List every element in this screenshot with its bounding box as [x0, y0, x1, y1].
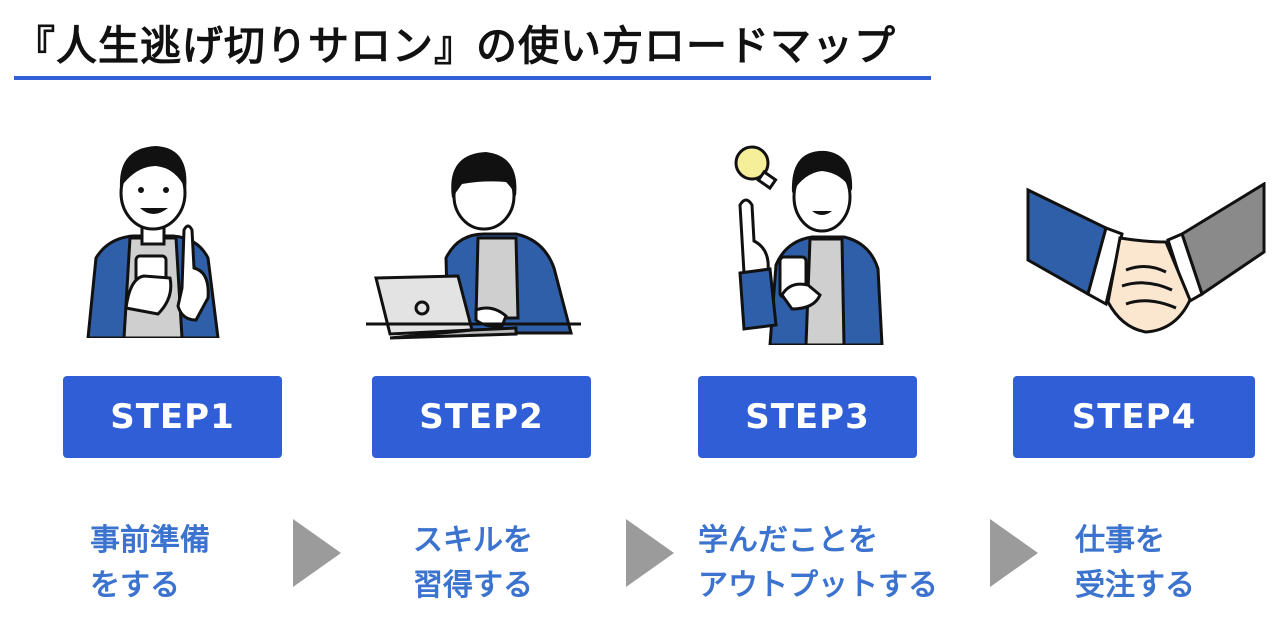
arrow-right-icon [990, 519, 1038, 587]
step-3-description: 学んだことを アウトプットする [698, 518, 938, 608]
arrow-right-icon [626, 519, 674, 587]
step-4-desc-line1: 仕事を [1075, 523, 1165, 558]
person-with-lightbulb-illustration [734, 145, 884, 345]
step-2-desc-line1: スキルを [413, 523, 533, 558]
title-underline [14, 76, 931, 80]
step-3-desc-line1: 学んだことを [698, 523, 878, 558]
step-4-description: 仕事を 受注する [1075, 518, 1195, 608]
step-3-desc-line2: アウトプットする [698, 568, 938, 603]
person-holding-phone-illustration [86, 146, 220, 338]
arrow-right-icon [293, 519, 341, 587]
step-2-desc-line2: 習得する [413, 568, 533, 603]
step-2-description: スキルを 習得する [413, 518, 533, 608]
step-2-button[interactable]: STEP2 [372, 376, 591, 458]
step-1-desc-line1: 事前準備 [90, 523, 210, 558]
step-4-button[interactable]: STEP4 [1013, 376, 1255, 458]
step-1-button[interactable]: STEP1 [63, 376, 282, 458]
handshake-illustration [1026, 182, 1266, 334]
step-1-desc-line2: をする [90, 568, 180, 603]
step-4-desc-line2: 受注する [1075, 568, 1195, 603]
person-at-laptop-illustration [366, 152, 581, 340]
page-title: 『人生逃げ切りサロン』の使い方ロードマップ [14, 22, 896, 70]
step-3-button[interactable]: STEP3 [698, 376, 917, 458]
step-1-description: 事前準備 をする [90, 518, 210, 608]
